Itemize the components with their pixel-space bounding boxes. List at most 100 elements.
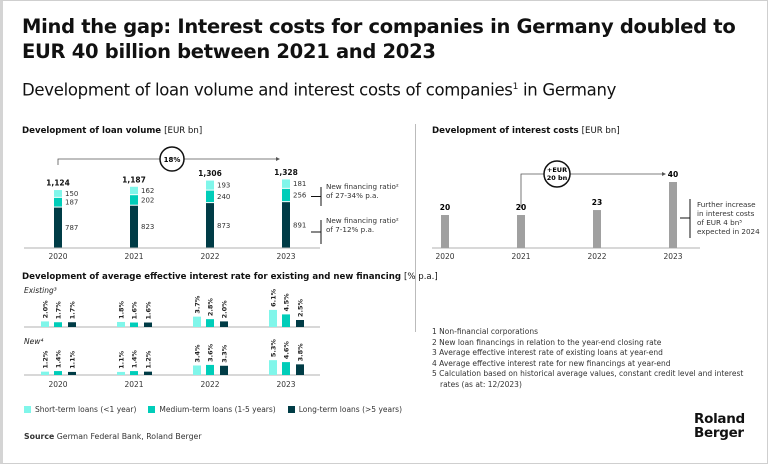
loan-value-label: 787 [65, 224, 78, 232]
rate-bar [54, 322, 62, 327]
source: Source German Federal Bank, Roland Berge… [24, 432, 202, 441]
rate-value-label: 1.2% [145, 350, 153, 369]
loan-year-label: 2020 [48, 252, 67, 261]
growth-arrow-line [57, 158, 276, 165]
callout-arrow-head [662, 172, 666, 176]
page-title: Mind the gap: Interest costs for compani… [22, 15, 736, 63]
interest-bar [441, 215, 449, 248]
rate-value-label: 1.7% [69, 301, 77, 320]
rate-bar [206, 319, 214, 327]
rate-bar [41, 321, 49, 327]
rate-year-label: 2021 [124, 380, 143, 389]
loan-total-label: 1,187 [122, 175, 146, 184]
callout-line: +EUR [547, 166, 567, 174]
footnotes: 1 Non-financial corporations 2 New loan … [432, 327, 762, 391]
callout-line: 20 bn [547, 174, 568, 182]
rate-value-label: 2.8% [207, 298, 215, 317]
rate-value-label: 4.5% [283, 293, 291, 312]
loan-bar-segment [54, 197, 62, 207]
legend-swatch [24, 406, 31, 413]
rate-value-label: 3.6% [207, 343, 215, 362]
rate-bar [144, 322, 152, 327]
interest-title-text: Development of interest costs [432, 126, 579, 136]
rate-value-label: 4.6% [283, 341, 291, 360]
legend-label: Medium-term loans (1-5 years) [159, 405, 276, 414]
loan-value-label: 202 [141, 196, 154, 204]
rate-value-label: 2.0% [221, 300, 229, 319]
footnote: 3 Average effective interest rate of exi… [432, 348, 663, 358]
note-line: of EUR 4 bn⁵ [697, 218, 743, 227]
loan-bar-segment [206, 203, 214, 248]
growth-arrow-head [276, 157, 280, 161]
rate-value-label: 1.4% [55, 350, 63, 369]
subtitle-text: Development of loan volume and interest … [22, 80, 513, 100]
loan-total-label: 1,328 [274, 168, 298, 177]
rate-bar [68, 322, 76, 327]
rate-value-label: 3.7% [194, 295, 202, 314]
loan-bar-segment [282, 188, 290, 202]
rate-bar [206, 364, 214, 375]
rate-value-label: 6.1% [270, 288, 278, 307]
interest-value-label: 40 [668, 170, 678, 179]
loan-section-title: Development of loan volume [EUR bn] [22, 126, 202, 136]
rate-bar [130, 322, 138, 327]
rate-bar [144, 371, 152, 375]
note-line: of 7-12% p.a. [326, 225, 375, 234]
interest-year-label: 2021 [511, 252, 530, 261]
rate-bar [54, 371, 62, 375]
legend-label: Short-term loans (<1 year) [35, 405, 137, 414]
rate-title-text: Development of average effective interes… [22, 272, 401, 282]
rate-value-label: 1.1% [118, 350, 126, 369]
rate-bar [296, 364, 304, 375]
rate-value-label: 5.3% [270, 339, 278, 358]
rate-value-label: 1.4% [131, 350, 139, 369]
note-line: in interest costs [697, 209, 755, 218]
existing-label: Existing³ [24, 286, 57, 295]
interest-value-label: 23 [592, 198, 602, 207]
rate-bar [117, 371, 125, 375]
loan-total-label: 1,124 [46, 179, 70, 188]
loan-title-text: Development of loan volume [22, 126, 162, 136]
rate-value-label: 1.6% [131, 301, 139, 320]
interest-year-label: 2022 [587, 252, 606, 261]
rate-bar [117, 321, 125, 327]
note-line: New financing ratio² [326, 182, 399, 191]
loan-value-label: 891 [293, 221, 306, 229]
source-text: German Federal Bank, Roland Berger [54, 432, 202, 441]
loan-bar-segment [54, 207, 62, 248]
divider [415, 124, 416, 332]
rate-year-label: 2022 [200, 380, 219, 389]
loan-value-label: 873 [217, 222, 230, 230]
rate-bar [193, 316, 201, 327]
rate-bar [220, 321, 228, 327]
subtitle-tail: in Germany [518, 80, 617, 100]
note-line: of 27-34% p.a. [326, 191, 379, 200]
interest-unit: [EUR bn] [581, 126, 620, 136]
rate-value-label: 1.7% [55, 301, 63, 320]
rate-unit: [% p.a.] [403, 272, 438, 282]
callout-circle [543, 160, 571, 188]
loan-value-label: 162 [141, 187, 154, 195]
loan-bar-segment [206, 190, 214, 203]
rate-year-label: 2020 [48, 380, 67, 389]
callout-arrow-line [520, 173, 662, 208]
interest-section-title: Development of interest costs [EUR bn] [432, 126, 620, 136]
rate-bar [269, 360, 277, 375]
rate-value-label: 1.6% [145, 301, 153, 320]
legend-swatch [287, 406, 295, 413]
loan-unit: [EUR bn] [164, 126, 203, 136]
interest-note: Further increase in interest costs of EU… [697, 200, 760, 236]
interest-year-label: 2023 [663, 252, 682, 261]
interest-year-label: 2020 [435, 252, 454, 261]
loan-value-label: 256 [293, 192, 307, 200]
legend-long: Long-term loans (>5 years) [287, 405, 403, 414]
rate-value-label: 1.8% [118, 300, 126, 319]
legend-label: Long-term loans (>5 years) [298, 405, 403, 414]
legend-swatch [148, 406, 156, 413]
rate-value-label: 1.1% [69, 350, 77, 369]
loan-bar-segment [130, 186, 138, 195]
rate-bar [41, 371, 49, 375]
